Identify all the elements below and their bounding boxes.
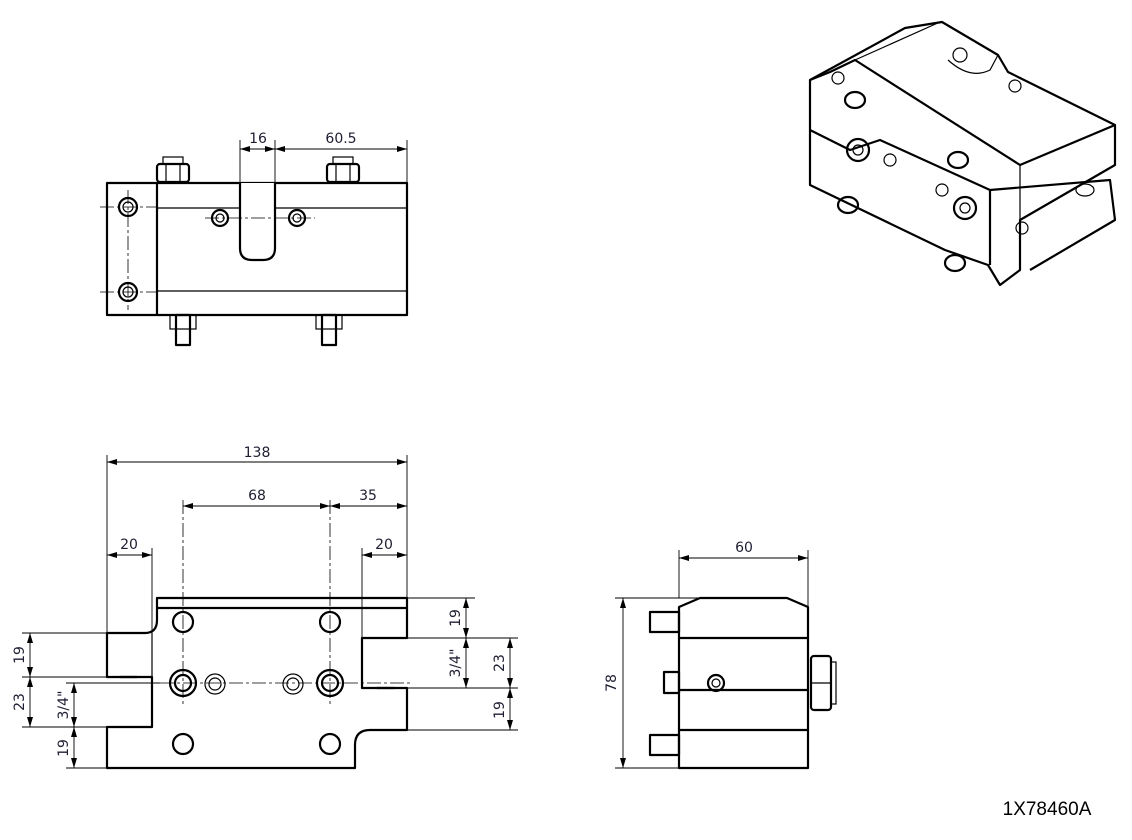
dim-right-middle-label: 23 [492, 654, 508, 672]
pin-icon [648, 610, 681, 757]
dim-right-flange-label: 20 [375, 537, 393, 553]
part-number: 1X78460A [1003, 799, 1092, 820]
dim-left-lower-label: 19 [56, 739, 72, 757]
side-view: 60 78 [604, 540, 837, 770]
dim-hole-spacing-label: 68 [248, 488, 266, 504]
dim-left-flange-label: 20 [120, 537, 138, 553]
dim-left-thread-label: 3/4" [56, 691, 72, 720]
dim-height-label: 78 [604, 674, 620, 692]
dim-width-label: 60 [735, 540, 753, 556]
nut-icon [325, 156, 361, 184]
pin-icon [169, 313, 343, 347]
dim-slot-label: 16 [249, 131, 267, 147]
pin-icon [836, 90, 970, 273]
dim-left-upper-label: 19 [12, 646, 28, 664]
hole-icon [706, 673, 726, 693]
dim-overall-label: 138 [244, 445, 271, 461]
dim-right-upper-label: 19 [448, 609, 464, 627]
dim-right-lower-label: 19 [492, 701, 508, 719]
dim-left-middle-label: 23 [12, 693, 28, 711]
nut-icon [845, 137, 978, 221]
isometric-view [808, 20, 1117, 287]
bottom-view: 138 68 35 20 20 19 23 3/4" 19 19 3/4" 23… [12, 445, 518, 770]
dim-hole-edge-label: 35 [359, 488, 377, 504]
nut-icon [155, 156, 191, 184]
hole-icon [831, 47, 1095, 235]
top-view: 16 60.5 [100, 131, 409, 347]
nut-icon [809, 654, 837, 712]
hole-icon [117, 196, 307, 303]
dim-right-thread-label: 3/4" [448, 649, 464, 678]
dim-offset-label: 60.5 [325, 131, 356, 147]
